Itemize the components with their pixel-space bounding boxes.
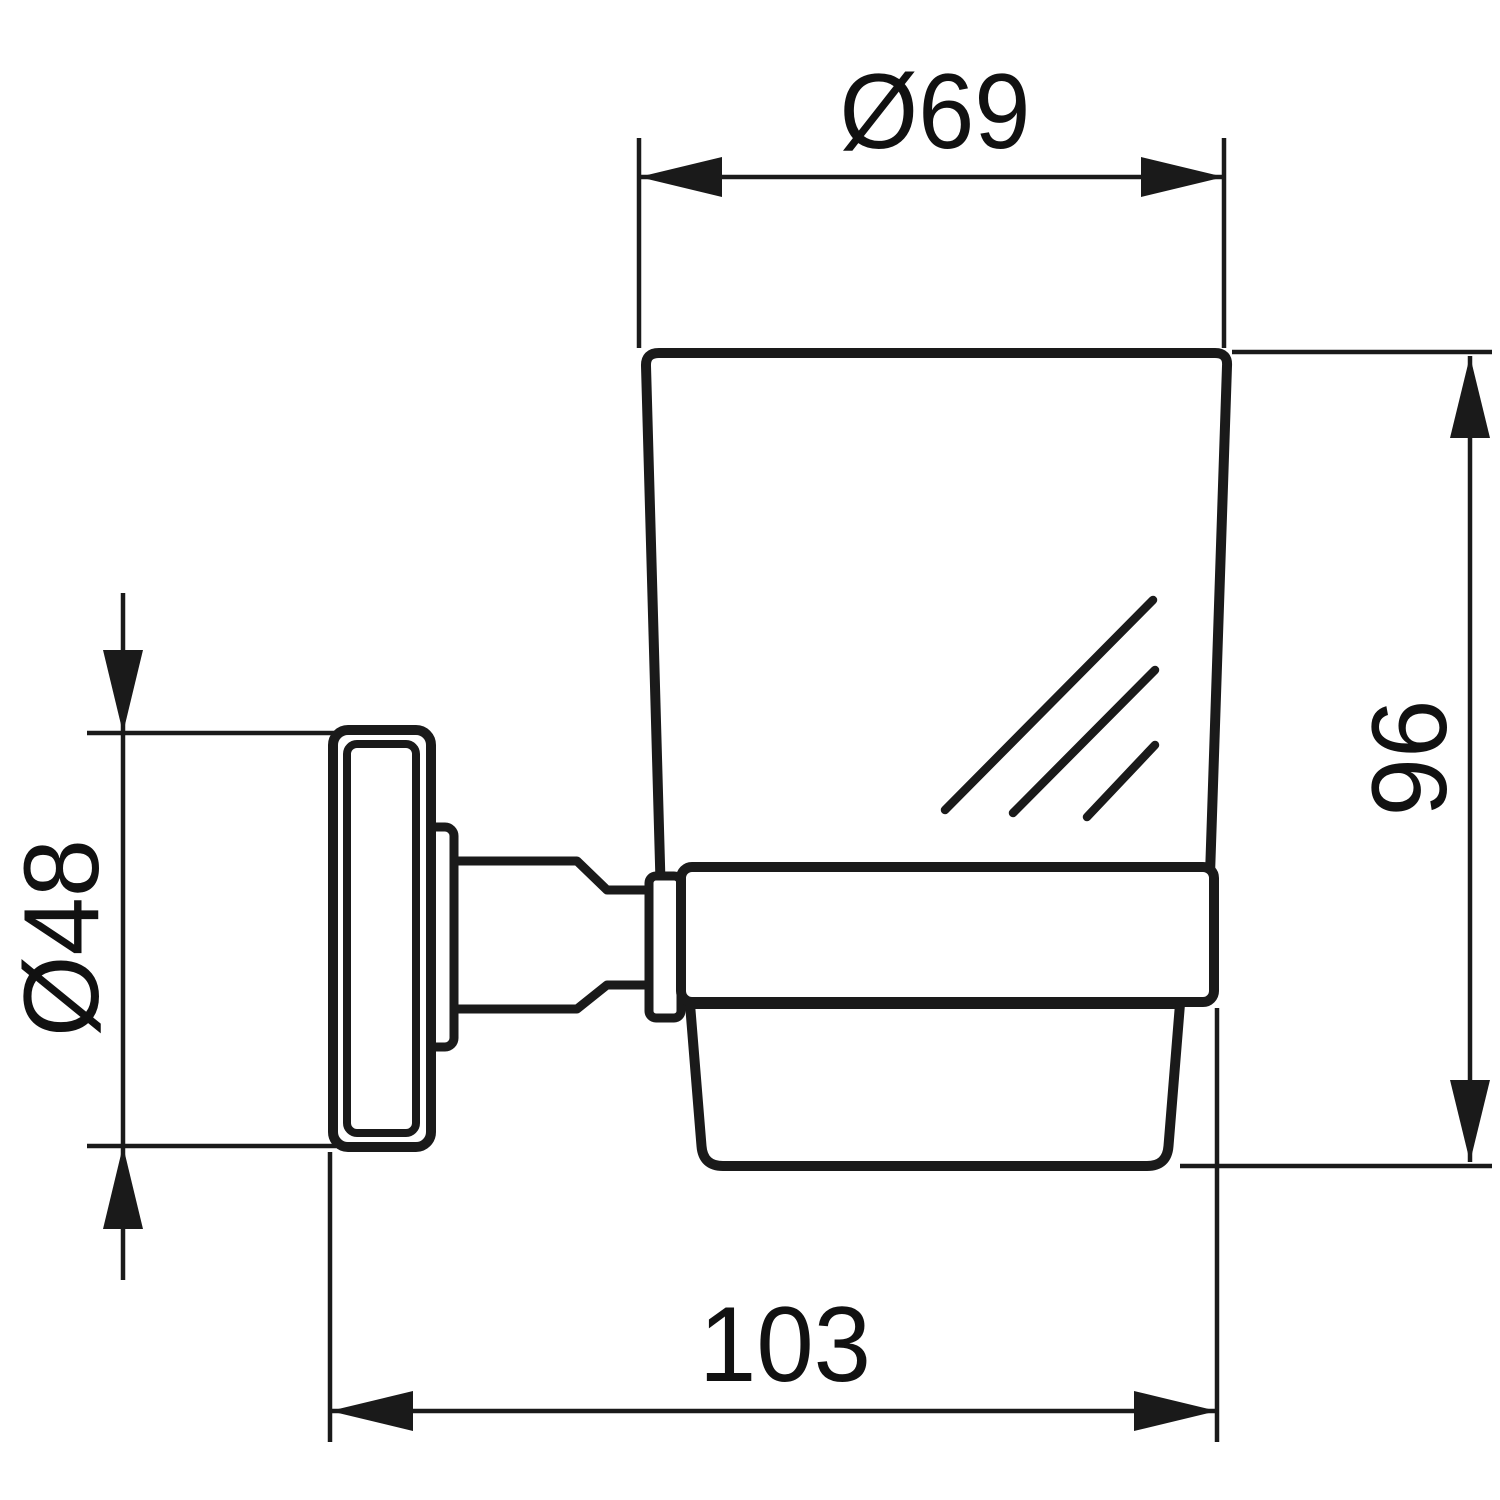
ring-band (676, 862, 1219, 1007)
wall-plate (328, 725, 436, 1152)
glass-tumbler (641, 348, 1233, 1171)
dimension-depth: 103 (327, 1008, 1220, 1442)
dimension-plate-diameter: Ø48 (1, 593, 336, 1280)
wall-plate-outline (328, 725, 436, 1152)
tumbler-cup-base (685, 999, 1185, 1171)
arrowhead-down (103, 650, 143, 733)
arrowhead-up (103, 1146, 143, 1229)
dimension-cup-diameter: Ø69 (636, 51, 1227, 348)
wall-plate-inner-edge (343, 740, 420, 1137)
arrowhead-right (1134, 1391, 1217, 1431)
arrowhead-left (639, 157, 722, 197)
shine-line-long (940, 595, 1158, 815)
arrowhead-left (330, 1391, 413, 1431)
arrowhead-right (1141, 157, 1224, 197)
holder-bracket (422, 822, 656, 1052)
dim-label-depth: 103 (699, 1284, 871, 1404)
arrowhead-up (1450, 356, 1490, 438)
bracket-arm (445, 856, 656, 1014)
dim-label-cup-diameter: Ø69 (840, 51, 1031, 171)
dim-label-plate-diameter: Ø48 (1, 839, 121, 1037)
dimension-height: 96 (1180, 349, 1492, 1169)
dim-label-height: 96 (1349, 700, 1469, 817)
arrowhead-down (1450, 1080, 1490, 1162)
tumbler-cup-body (641, 348, 1233, 940)
glass-shine-marks (940, 595, 1160, 822)
shine-line-short (1082, 740, 1160, 822)
holder-ring (644, 862, 1219, 1023)
shine-line-middle (1008, 665, 1160, 818)
